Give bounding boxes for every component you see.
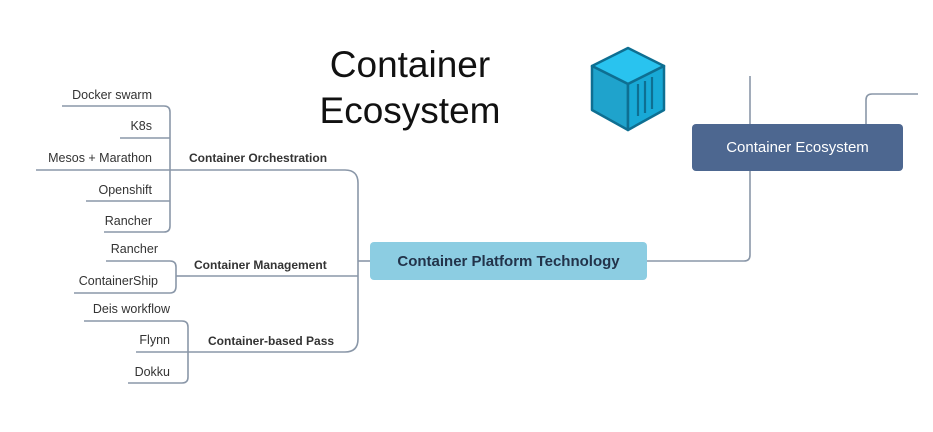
leaf-openshift[interactable]: Openshift <box>98 183 152 197</box>
platform-node[interactable]: Container Platform Technology <box>370 242 647 280</box>
container-box-icon <box>590 46 666 132</box>
title-line-2: Ecosystem <box>319 90 501 131</box>
root-branch-right <box>865 93 918 124</box>
platform-to-root-line <box>647 171 751 262</box>
diagram-title: Container Ecosystem <box>290 42 530 134</box>
leaf-rancher-management[interactable]: Rancher <box>110 242 158 256</box>
category-management[interactable]: Container Management <box>194 258 327 272</box>
leaf-k8s[interactable]: K8s <box>130 119 152 133</box>
category-orchestration[interactable]: Container Orchestration <box>189 151 328 165</box>
leaf-containership[interactable]: ContainerShip <box>78 274 158 288</box>
leaf-mesos-marathon[interactable]: Mesos + Marathon <box>48 151 152 165</box>
title-line-1: Container <box>329 44 491 85</box>
leaf-dokku[interactable]: Dokku <box>134 365 170 379</box>
category-pass[interactable]: Container-based Pass <box>208 334 335 348</box>
leaf-rancher-orchestration[interactable]: Rancher <box>104 214 152 228</box>
root-node[interactable]: Container Ecosystem <box>692 124 903 171</box>
leaf-docker-swarm[interactable]: Docker swarm <box>72 88 152 102</box>
orchestration-bracket <box>62 105 171 233</box>
category-trunk <box>344 169 359 353</box>
leaf-deis-workflow[interactable]: Deis workflow <box>92 302 170 316</box>
leaf-flynn[interactable]: Flynn <box>139 333 170 347</box>
